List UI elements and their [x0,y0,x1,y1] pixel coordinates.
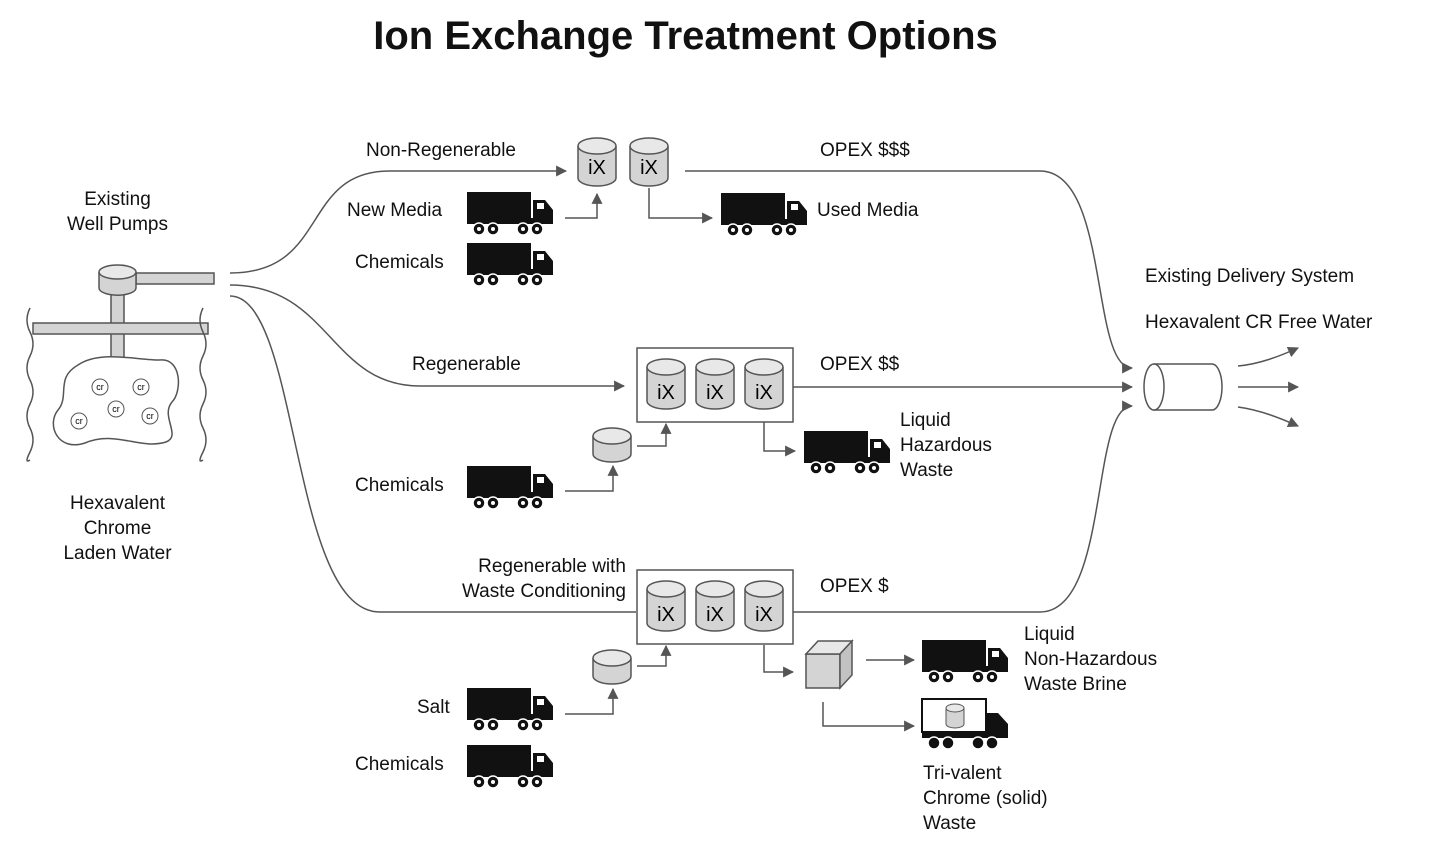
vessel-label: cr [146,411,154,421]
ix-vessel-regen-2: iX [695,358,735,410]
cr-particle: cr [91,378,109,396]
input-label-salt: Salt [417,697,450,718]
truck-salt [466,687,554,732]
truck-hazardous-waste [803,430,891,475]
feed-salt-arrow [565,687,619,715]
vessel-label: iX [657,604,675,626]
ground-pipe [32,322,209,335]
delivery-water-label: Hexavalent CR Free Water [1145,312,1373,333]
vessel-label: iX [706,604,724,626]
diagram-title: Ion Exchange Treatment Options [373,14,998,58]
conditioning-tank-cube [804,639,854,690]
ground-wall-left [26,307,34,462]
feed-chemicals-arrow-2 [565,464,619,492]
branch-label-non-regenerable: Non-Regenerable [366,140,516,161]
regenerant-drum-2 [592,427,632,463]
flow-line-regenerable [229,284,626,392]
truck-new-media [466,191,554,236]
opex-label-regenerable: OPEX $$ [820,354,900,375]
solid-waste-arrow [822,702,916,732]
branch-label-regenerable: Regenerable [412,354,521,375]
truck-chemicals-3 [466,744,554,789]
input-label-chemicals-2: Chemicals [355,475,444,496]
input-label-chemicals-3: Chemicals [355,754,444,775]
flow-line-opex-high [685,170,1134,374]
ix-vessel-wc-1: iX [646,580,686,632]
ix-vessel-regen-3: iX [744,358,784,410]
vessel-label: cr [112,404,120,414]
well-pump-graphic [98,264,215,364]
flow-line-non-regenerable [229,165,568,274]
truck-solid-waste [921,698,1008,750]
delivery-system-label: Existing Delivery System [1145,266,1355,287]
delivery-arrow-up [1237,346,1300,367]
drum-to-vessels-arrow-2 [637,422,672,447]
ix-vessel-wc-2: iX [695,580,735,632]
ix-vessel-non-regen-1: iX [577,137,617,187]
vessel-label: cr [75,416,83,426]
flow-line-opex-low [793,400,1134,613]
opex-label-waste-conditioning: OPEX $ [820,576,889,597]
vessel-label: iX [657,382,675,404]
vessel-label: iX [755,604,773,626]
input-label-new-media: New Media [347,200,443,221]
feed-new-media-arrow [565,192,603,219]
output-label-used-media: Used Media [817,200,919,221]
cr-particle: cr [70,412,88,430]
vessel-label: iX [755,382,773,404]
vessel-label: cr [137,382,145,392]
hazardous-waste-arrow [763,422,797,457]
cr-particle: cr [107,400,125,418]
vessel-label: cr [96,382,104,392]
used-media-arrow [648,188,714,224]
truck-chemicals-2 [466,465,554,510]
truck-brine [921,639,1009,684]
opex-label-non-regenerable: OPEX $$$ [820,140,910,161]
vessel-label: iX [640,157,658,179]
flow-line-waste-conditioning [229,295,636,613]
ground-wall-right [199,307,207,462]
delivery-arrow-down [1237,406,1300,428]
input-label-chemicals-1: Chemicals [355,252,444,273]
drum-to-vessels-arrow-3 [637,644,672,667]
delivery-pipe [1143,363,1223,411]
regenerant-drum-3 [592,649,632,685]
cr-particle: cr [141,407,159,425]
ix-vessel-regen-1: iX [646,358,686,410]
vessel-label: iX [706,382,724,404]
ix-vessel-wc-3: iX [744,580,784,632]
ix-vessel-non-regen-2: iX [629,137,669,187]
cr-particles: cr cr cr cr cr [70,378,159,430]
to-conditioning-arrow [763,645,795,678]
truck-chemicals-1 [466,242,554,287]
vessel-label: iX [588,157,606,179]
cr-particle: cr [132,378,150,396]
truck-used-media [720,192,808,237]
